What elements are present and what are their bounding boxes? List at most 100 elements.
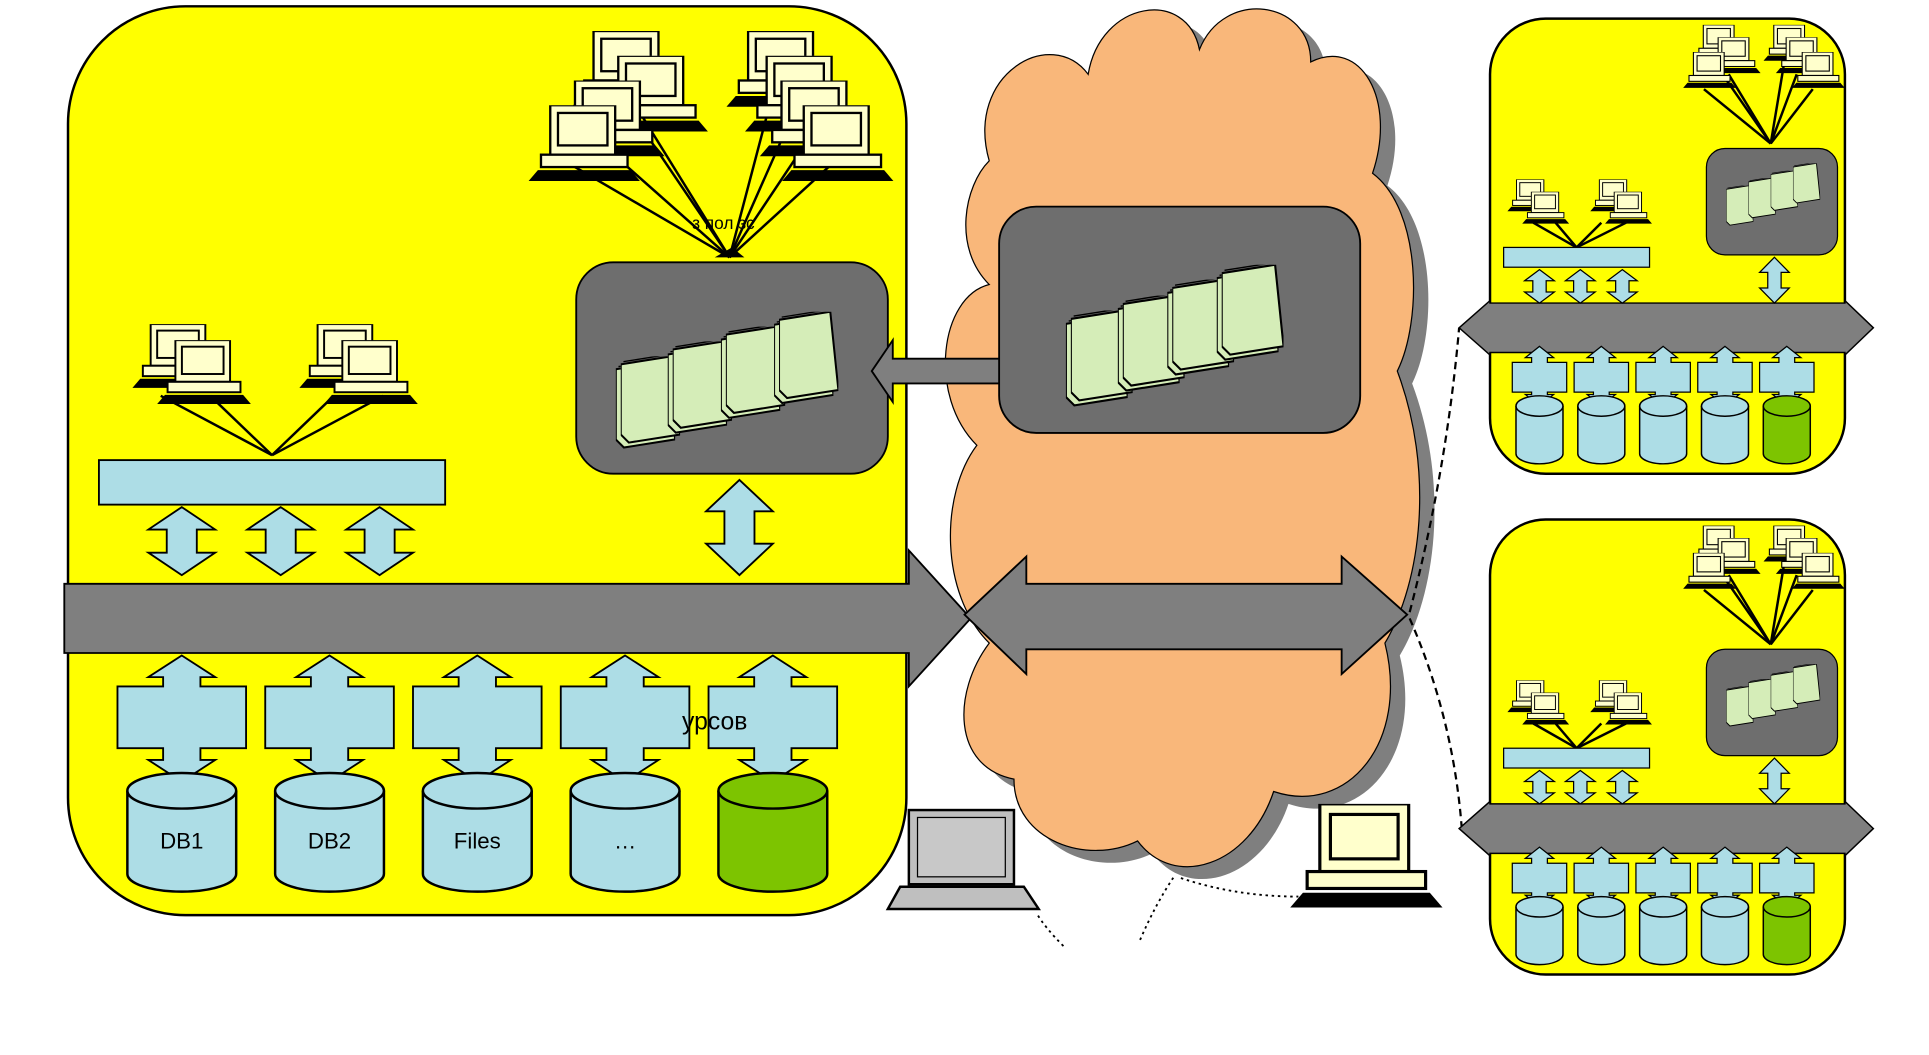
cylinder-body <box>421 790 533 893</box>
connector-hub <box>714 247 745 258</box>
connection-line <box>574 165 731 259</box>
dotted-link <box>1035 912 1065 947</box>
cylinder-body <box>1577 906 1626 966</box>
cylinder-top <box>1515 395 1564 417</box>
bidirectional-arrow <box>1605 268 1640 304</box>
remote-site-1 <box>1457 17 1875 475</box>
cylinder-body <box>1638 906 1688 966</box>
document-icon <box>1792 664 1821 705</box>
cylinder-top <box>1762 395 1812 417</box>
cylinder-top <box>273 771 386 810</box>
dotted-link <box>1180 877 1299 898</box>
resources-label: урсов <box>682 709 747 736</box>
remote-storage <box>1515 395 1564 465</box>
cloud-shape <box>944 8 1421 868</box>
document-icon <box>1792 163 1821 204</box>
cylinder-top <box>1577 395 1626 417</box>
cylinder-body <box>717 790 829 893</box>
cylinder-top <box>421 771 533 810</box>
remote-storage <box>1638 895 1688 966</box>
remote-storage <box>1515 895 1564 966</box>
cylinder-body <box>1515 906 1564 966</box>
remote-storage <box>1700 895 1750 966</box>
remote-bus-arrow <box>1457 298 1875 357</box>
storage-more: … <box>569 771 681 893</box>
cylinder-top <box>1762 895 1812 918</box>
bidirectional-arrow <box>703 478 776 577</box>
cylinder-body <box>569 790 681 893</box>
laptop-keyboard <box>885 885 1042 911</box>
bidirectional-arrow <box>145 505 219 577</box>
connection-line <box>209 394 273 457</box>
connection-line <box>1575 722 1603 750</box>
bidirectional-arrow <box>1522 769 1557 805</box>
cylinder-top <box>717 771 829 810</box>
connection-line <box>728 92 775 258</box>
document-icon <box>1221 264 1284 356</box>
network-cloud <box>944 8 1435 880</box>
storage-label: DB2 <box>308 828 351 853</box>
cylinder-body <box>1638 406 1688 465</box>
bidirectional-arrow <box>1522 268 1557 304</box>
remote-storage <box>1577 395 1626 465</box>
remote-storage <box>1762 895 1812 966</box>
data-bus-arrow <box>63 547 972 689</box>
laptop-display <box>916 816 1006 878</box>
cylinder-body <box>273 790 386 893</box>
cylinder-top <box>1515 895 1564 918</box>
document-icon <box>779 311 839 400</box>
cylinder-top <box>126 771 238 810</box>
remote-storage <box>1700 395 1750 465</box>
remote-bus-arrow <box>1457 799 1875 858</box>
remote-storage <box>1762 395 1812 465</box>
storage-label: … <box>614 828 636 853</box>
cylinder-body <box>1762 906 1812 966</box>
connection-line <box>1727 574 1772 645</box>
connection-line <box>1769 73 1798 144</box>
cylinder-body <box>1700 906 1750 966</box>
bidirectional-arrow <box>1563 268 1598 304</box>
bidirectional-arrow <box>343 505 417 577</box>
connection-line <box>1554 221 1578 249</box>
connection-line <box>1575 221 1603 249</box>
remote-application-bar <box>1503 246 1651 268</box>
bidirectional-arrow <box>1563 769 1598 805</box>
storage-db2: DB2 <box>273 771 386 893</box>
cylinder-top <box>569 771 681 810</box>
cylinder-body <box>126 790 238 893</box>
cylinder-body <box>1515 406 1564 465</box>
connection-line <box>1769 574 1798 645</box>
connection-line <box>641 116 731 258</box>
cylinder-top <box>1700 395 1750 417</box>
dotted-link <box>1139 875 1176 941</box>
storage-label: Files <box>454 828 501 853</box>
connection-line <box>1769 61 1786 144</box>
connection-line <box>1576 221 1627 249</box>
connection-line <box>1554 722 1578 750</box>
connection-line <box>1769 562 1786 645</box>
connection-line <box>1769 589 1814 646</box>
bidirectional-arrow <box>1758 256 1791 304</box>
application-bar <box>97 459 447 506</box>
cylinder-body <box>1762 406 1812 465</box>
connection-line <box>271 394 384 457</box>
storage-db1: DB1 <box>126 771 238 893</box>
cylinder-top <box>1638 895 1688 918</box>
connection-line <box>1727 73 1772 145</box>
bidirectional-arrow <box>244 505 318 577</box>
connection-line <box>728 166 830 259</box>
cylinder-top <box>1577 895 1626 918</box>
laptop-icon <box>885 808 1042 911</box>
connection-line <box>1532 722 1578 750</box>
remote-application-bar <box>1503 747 1651 769</box>
connection-line <box>160 394 273 457</box>
remote-site-2 <box>1457 518 1875 976</box>
storage-files: Files <box>421 771 533 893</box>
connection-line <box>1532 221 1578 249</box>
connection-line <box>1576 722 1627 750</box>
cylinder-top <box>1638 395 1688 417</box>
dashed-link <box>1408 617 1463 827</box>
storage-new <box>717 771 829 893</box>
